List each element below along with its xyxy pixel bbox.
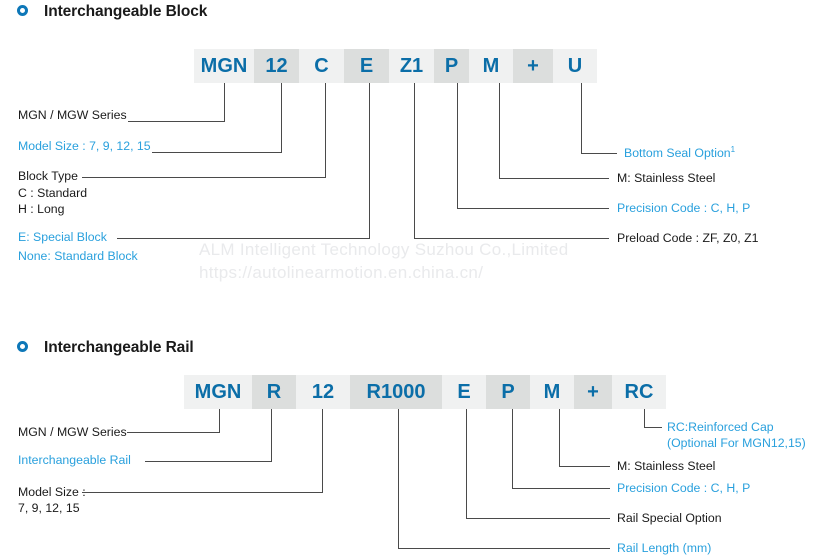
label-model-size: Model Size : 7, 9, 12, 15: [18, 139, 151, 153]
label-rail-model-size: Model Size :: [18, 485, 86, 499]
leader-line: [512, 409, 513, 488]
label-standard-block: None: Standard Block: [18, 249, 138, 263]
code-cell-reinforced-cap[interactable]: RC: [612, 375, 666, 409]
leader-line: [499, 83, 500, 178]
label-rail-model-size-values: 7, 9, 12, 15: [18, 501, 80, 515]
code-cell-series[interactable]: MGN: [194, 49, 254, 83]
leader-line: [512, 488, 610, 489]
label-bottom-seal-text: Bottom Seal Option: [624, 146, 731, 160]
label-rail-length: Rail Length (mm): [617, 541, 712, 555]
label-stainless-steel: M: Stainless Steel: [617, 171, 716, 185]
leader-line: [457, 83, 458, 208]
code-cell-special-block[interactable]: E: [344, 49, 389, 83]
leader-line: [128, 121, 225, 122]
leader-line: [559, 466, 610, 467]
label-special-block: E: Special Block: [18, 230, 107, 244]
leader-line: [82, 492, 323, 493]
leader-line: [581, 153, 617, 154]
code-cell-rail-precision[interactable]: P: [486, 375, 530, 409]
code-cell-block-type[interactable]: C: [299, 49, 344, 83]
leader-line: [219, 409, 220, 432]
code-cell-rail-plus[interactable]: +: [574, 375, 612, 409]
section-title-block: Interchangeable Block: [44, 3, 208, 20]
code-cell-preload[interactable]: Z1: [389, 49, 434, 83]
label-block-type: Block Type: [18, 169, 78, 183]
code-cell-rail-stainless[interactable]: M: [530, 375, 574, 409]
code-cell-rail-series[interactable]: MGN: [184, 375, 252, 409]
leader-line: [117, 238, 370, 239]
leader-line: [369, 83, 370, 238]
label-block-type-h: H : Long: [18, 202, 65, 216]
code-cell-rail-model-size[interactable]: 12: [296, 375, 350, 409]
code-cell-rail-length[interactable]: R1000: [350, 375, 442, 409]
leader-line: [581, 83, 582, 153]
leader-line: [466, 518, 610, 519]
leader-line: [224, 83, 225, 121]
watermark-url: https://autolinearmotion.en.china.cn/: [199, 263, 484, 282]
label-rail-precision-code: Precision Code : C, H, P: [617, 481, 751, 495]
leader-line: [398, 409, 399, 548]
leader-line: [559, 409, 560, 466]
leader-line: [457, 208, 609, 209]
leader-line: [271, 409, 272, 461]
leader-line: [414, 238, 609, 239]
section-title-rail: Interchangeable Rail: [44, 339, 194, 356]
label-bottom-seal: Bottom Seal Option1: [624, 144, 736, 161]
label-series: MGN / MGW Series: [18, 108, 127, 122]
code-cell-bottom-seal[interactable]: U: [553, 49, 597, 83]
circle-ring-icon: [17, 5, 28, 16]
leader-line: [466, 409, 467, 518]
code-cell-plus[interactable]: +: [513, 49, 553, 83]
footnote-marker: 1: [730, 144, 736, 154]
label-reinforced-cap-note: (Optional For MGN12,15): [667, 436, 806, 450]
leader-line: [152, 152, 282, 153]
leader-line: [644, 427, 662, 428]
code-cell-rail-type[interactable]: R: [252, 375, 296, 409]
leader-line: [499, 178, 609, 179]
label-rail-stainless-steel: M: Stainless Steel: [617, 459, 716, 473]
code-cell-rail-special-option[interactable]: E: [442, 375, 486, 409]
code-row-rail: MGN R 12 R1000 E P M + RC: [184, 375, 666, 409]
label-rail-special-option: Rail Special Option: [617, 511, 722, 525]
label-preload-code: Preload Code : ZF, Z0, Z1: [617, 231, 759, 245]
leader-line: [414, 83, 415, 238]
code-row-block: MGN 12 C E Z1 P M + U: [194, 49, 597, 83]
leader-line: [281, 83, 282, 152]
leader-line: [398, 548, 610, 549]
code-cell-stainless[interactable]: M: [469, 49, 513, 83]
label-interchangeable-rail: Interchangeable Rail: [18, 453, 131, 467]
label-rail-series: MGN / MGW Series: [18, 425, 127, 439]
code-cell-precision[interactable]: P: [434, 49, 469, 83]
label-reinforced-cap: RC:Reinforced Cap: [667, 420, 774, 434]
label-precision-code: Precision Code : C, H, P: [617, 201, 751, 215]
leader-line: [127, 432, 220, 433]
leader-line: [145, 461, 272, 462]
leader-line: [82, 177, 326, 178]
circle-ring-icon: [17, 341, 28, 352]
leader-line: [322, 409, 323, 492]
code-cell-model-size[interactable]: 12: [254, 49, 299, 83]
watermark-company: ALM Intelligent Technology Suzhou Co.,Li…: [199, 240, 569, 259]
leader-line: [325, 83, 326, 177]
leader-line: [644, 409, 645, 427]
label-block-type-c: C : Standard: [18, 186, 88, 200]
